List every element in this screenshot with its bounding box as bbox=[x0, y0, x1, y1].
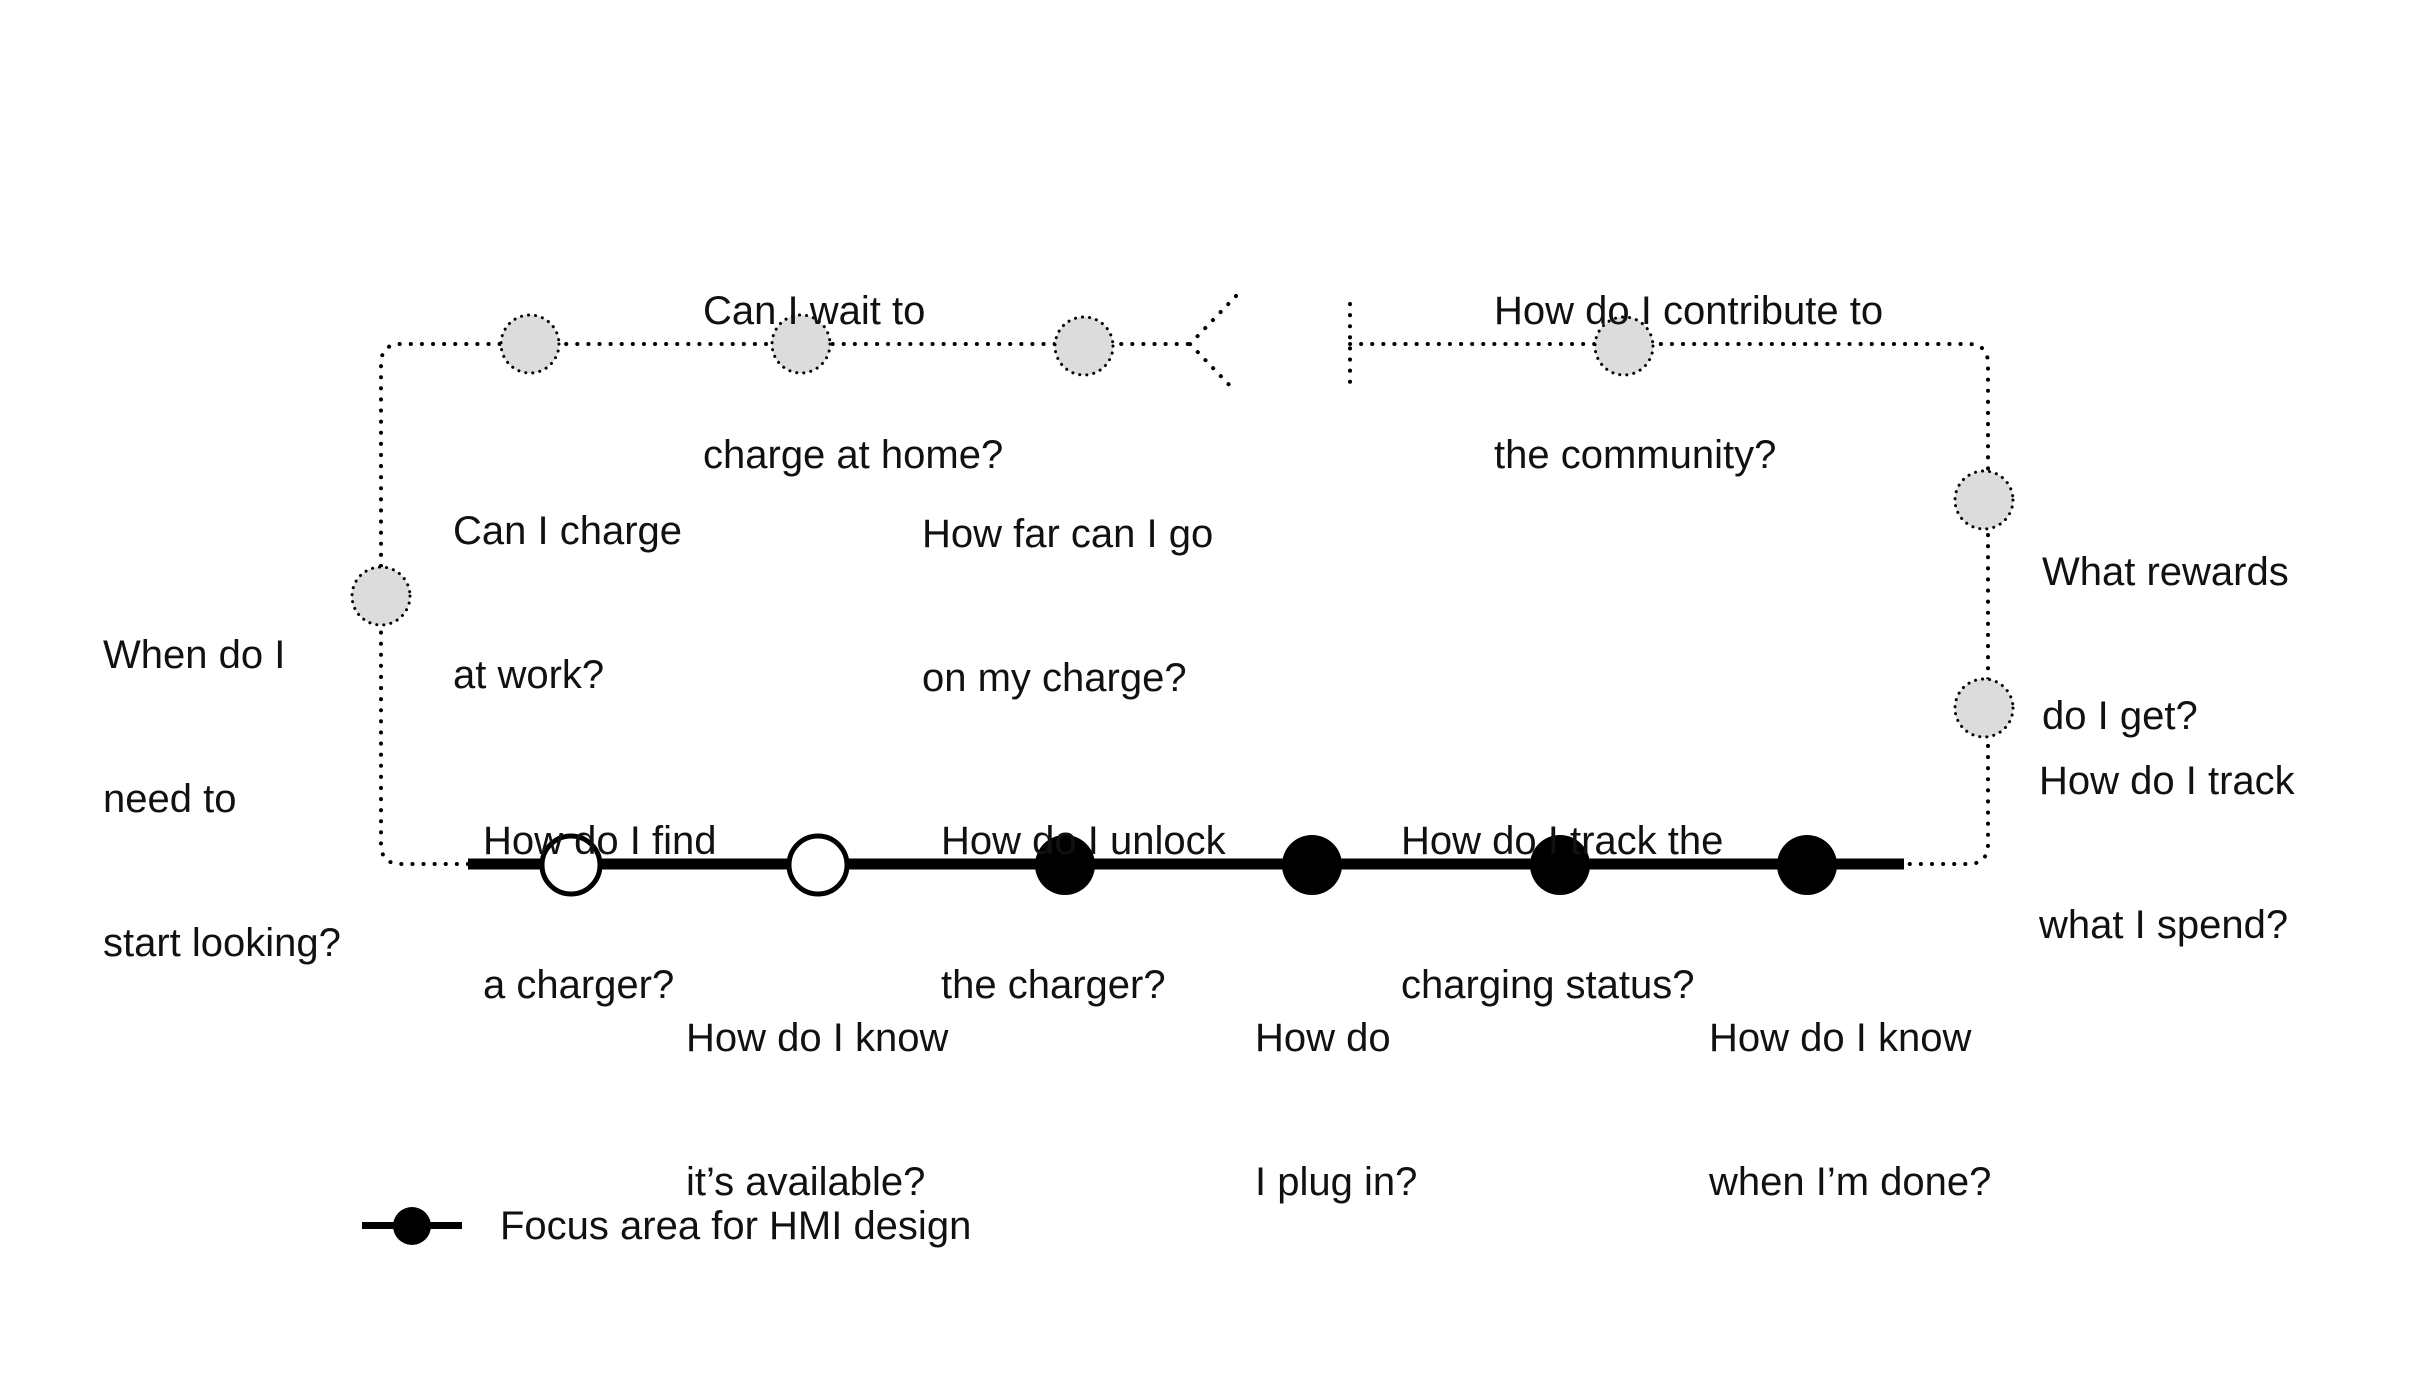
node-start-looking bbox=[350, 565, 412, 627]
label-line: I plug in? bbox=[1255, 1160, 1418, 1204]
label-line: What rewards bbox=[2042, 550, 2289, 594]
label-line: a charger? bbox=[483, 963, 675, 1007]
label-line: the community? bbox=[1494, 433, 1777, 477]
label-line: How do bbox=[1255, 1016, 1391, 1060]
label-line: Can I wait to bbox=[703, 289, 926, 333]
label-line: do I get? bbox=[2042, 694, 2198, 738]
node-how-far bbox=[1053, 315, 1115, 377]
label-plug-in: How do I plug in? bbox=[1255, 918, 1417, 1302]
label-wait-home: Can I wait to charge at home? bbox=[703, 191, 1003, 575]
label-line: How do I know bbox=[1709, 1016, 1972, 1060]
label-line: on my charge? bbox=[922, 656, 1187, 700]
node-plug-in bbox=[1282, 835, 1342, 895]
label-line: How do I track bbox=[2039, 759, 2295, 803]
dotted-path-right bbox=[1348, 342, 1990, 866]
label-line: How do I contribute to bbox=[1494, 289, 1884, 333]
label-start-looking: When do I need to start looking? bbox=[103, 535, 341, 1063]
node-available bbox=[786, 833, 850, 897]
label-line: How do I find bbox=[483, 819, 717, 863]
label-track-status: How do I track the charging status? bbox=[1401, 721, 1723, 1105]
break-arrow bbox=[1187, 294, 1238, 394]
label-line: start looking? bbox=[103, 921, 341, 965]
label-line: at work? bbox=[453, 653, 605, 697]
label-track-spend: How do I track what I spend? bbox=[2039, 661, 2295, 1045]
label-rewards: What rewards do I get? bbox=[2042, 452, 2289, 836]
label-line: charge at home? bbox=[703, 433, 1004, 477]
label-contribute: How do I contribute to the community? bbox=[1494, 191, 1883, 575]
node-track-spend bbox=[1953, 677, 2015, 739]
node-contribute bbox=[1593, 315, 1655, 377]
label-line: How do I track the bbox=[1401, 819, 1724, 863]
node-charge-at-work bbox=[499, 313, 561, 375]
node-find-charger bbox=[539, 833, 603, 897]
node-track-status bbox=[1530, 835, 1590, 895]
legend-dot-swatch bbox=[393, 1207, 431, 1245]
label-line: the charger? bbox=[941, 963, 1166, 1007]
label-unlock: How do I unlock the charger? bbox=[941, 721, 1226, 1105]
label-available: How do I know it’s available? bbox=[686, 918, 948, 1302]
node-unlock bbox=[1035, 835, 1095, 895]
label-line: need to bbox=[103, 777, 237, 821]
label-charge-at-work: Can I charge at work? bbox=[453, 411, 682, 795]
label-line: How far can I go bbox=[922, 512, 1214, 556]
label-line: charging status? bbox=[1401, 963, 1695, 1007]
label-find-charger: How do I find a charger? bbox=[483, 721, 716, 1105]
label-line: How do I know bbox=[686, 1016, 949, 1060]
node-wait-home bbox=[770, 313, 832, 375]
node-when-done bbox=[1777, 835, 1837, 895]
label-when-done: How do I know when I’m done? bbox=[1709, 918, 1991, 1302]
label-line: what I spend? bbox=[2039, 903, 2289, 947]
label-line: How do I unlock bbox=[941, 819, 1226, 863]
label-line: Can I charge bbox=[453, 509, 683, 553]
label-how-far: How far can I go on my charge? bbox=[922, 414, 1213, 798]
label-line: it’s available? bbox=[686, 1160, 926, 1204]
node-rewards bbox=[1953, 469, 2015, 531]
legend-label: Focus area for HMI design bbox=[500, 1204, 972, 1248]
label-line: When do I bbox=[103, 633, 286, 677]
label-line: when I’m done? bbox=[1709, 1160, 1992, 1204]
